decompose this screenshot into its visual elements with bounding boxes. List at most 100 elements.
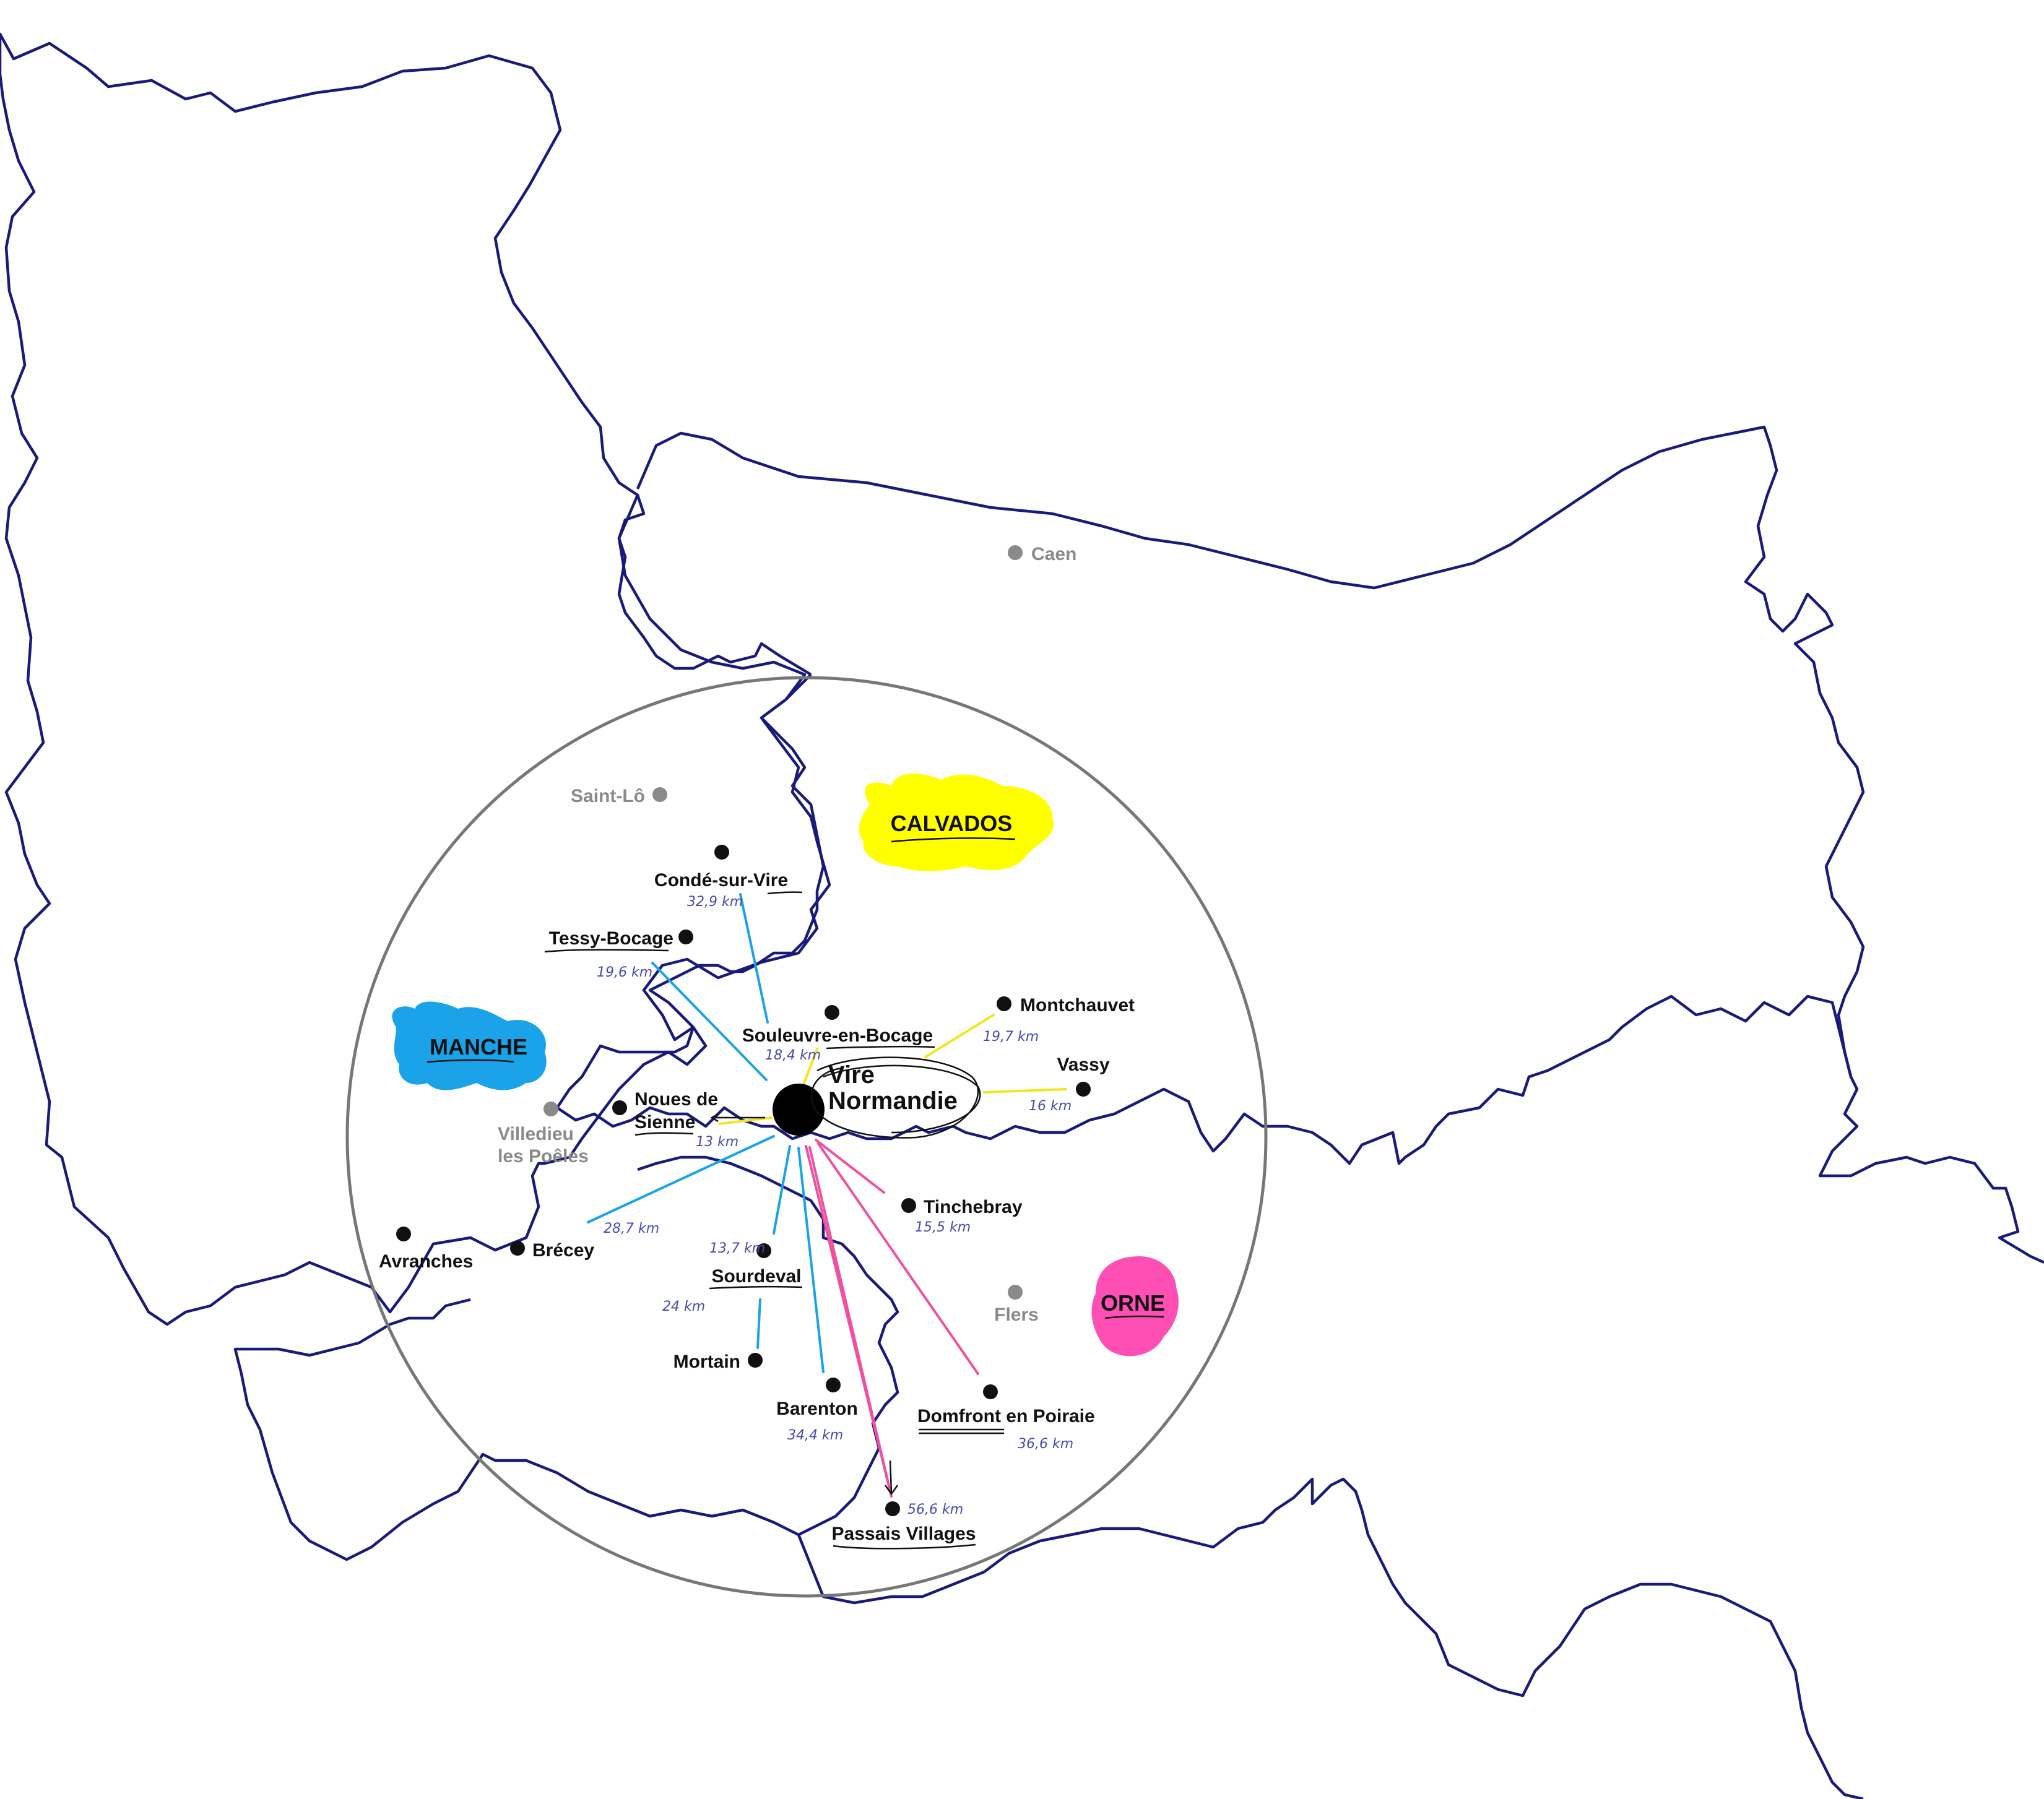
sourdeval-dot	[756, 1243, 771, 1258]
calvados-orne-border	[952, 994, 1853, 1165]
town-domfront: Domfront en Poiraie	[917, 1406, 1095, 1426]
reference-cities: Caen Saint-Lô Villedieu les Poêles Flers…	[379, 544, 1076, 1325]
link-mortain	[756, 1298, 761, 1349]
orne-underline	[1104, 1315, 1164, 1319]
dist-sourdeval: 13,7 km	[709, 1241, 765, 1256]
distance-links	[587, 893, 1067, 1498]
dist-tinchebray: 15,5 km	[915, 1220, 971, 1235]
souleuvre-dot	[825, 1005, 839, 1020]
barenton-dot	[826, 1378, 841, 1392]
link-vassy	[983, 1088, 1067, 1094]
calvados-manche-border	[555, 494, 954, 1141]
manche-blob	[392, 1001, 547, 1090]
villedieu-dot	[543, 1102, 558, 1116]
calvados-blob	[859, 774, 1054, 871]
manche-underline	[427, 1059, 514, 1063]
noues-underline	[634, 1132, 694, 1136]
conde-underline	[767, 891, 803, 895]
city-villedieu-line1: Villedieu	[498, 1124, 574, 1144]
department-calvados: CALVADOS	[891, 811, 1013, 836]
department-labels: CALVADOS MANCHE ORNE	[392, 774, 1179, 1357]
hub-dot	[773, 1084, 825, 1136]
dist-brecey: 28,7 km	[604, 1221, 659, 1236]
flers-dot	[1008, 1285, 1023, 1300]
link-souleuvre	[801, 1048, 818, 1089]
brecey-dot	[510, 1241, 525, 1256]
noues-arrow	[710, 1113, 765, 1123]
vassy-dot	[1076, 1082, 1091, 1097]
tessy-underline	[544, 949, 669, 953]
towns: Condé-sur-Vire 32,9 km Tessy-Bocage 19,6…	[510, 845, 1135, 1550]
link-montchauvet	[924, 1014, 995, 1058]
town-tinchebray: Tinchebray	[924, 1197, 1023, 1217]
dist-domfront: 36,6 km	[1018, 1436, 1073, 1452]
domfront-dot	[983, 1384, 998, 1399]
dist-tessy: 19,6 km	[597, 965, 652, 980]
department-borders	[0, 32, 2044, 1799]
mortain-dot	[748, 1353, 763, 1368]
city-avranches: Avranches	[379, 1251, 473, 1272]
manche-orne-border	[233, 1155, 899, 1561]
domfront-underline	[919, 1428, 1004, 1434]
town-barenton: Barenton	[776, 1399, 858, 1419]
town-conde: Condé-sur-Vire	[654, 870, 788, 891]
link-tessy	[651, 962, 768, 1081]
tinchebray-dot	[901, 1198, 916, 1213]
noues-dot	[612, 1100, 627, 1115]
town-noues-line1: Noues de	[634, 1089, 718, 1110]
link-barenton	[797, 1147, 825, 1373]
hub-vire-normandie: Vire Normandie	[773, 1056, 981, 1139]
avranches-dot	[396, 1227, 411, 1241]
city-saint-lo: Saint-Lô	[571, 786, 645, 806]
dist-vassy: 16 km	[1029, 1098, 1072, 1114]
passais-arrow	[884, 1460, 899, 1496]
montchauvet-dot	[997, 996, 1011, 1011]
souleuvre-underline	[826, 1045, 935, 1050]
town-vassy: Vassy	[1057, 1055, 1109, 1075]
passais-underline	[833, 1543, 976, 1550]
hub-label-line1: Vire	[828, 1061, 875, 1089]
link-domfront	[817, 1142, 979, 1375]
city-caen: Caen	[1031, 544, 1076, 564]
dist-mortain: 24 km	[662, 1299, 705, 1314]
radius-circle	[345, 676, 1268, 1598]
town-mortain: Mortain	[673, 1352, 740, 1372]
city-flers: Flers	[994, 1305, 1039, 1325]
calvados-coast-and-east-border	[636, 425, 2044, 1264]
dist-passais: 56,6 km	[907, 1502, 963, 1517]
dist-barenton: 34,4 km	[787, 1428, 843, 1443]
link-tinchebray	[815, 1139, 885, 1194]
manche-coastline	[0, 32, 831, 1326]
orne-blob	[1091, 1256, 1179, 1357]
caen-dot	[1008, 545, 1023, 560]
link-passais-2	[808, 1146, 893, 1498]
town-noues-line2: Sienne	[634, 1112, 695, 1132]
dist-noues: 13 km	[696, 1134, 738, 1150]
calvados-underline	[891, 837, 1016, 843]
town-passais: Passais Villages	[832, 1524, 976, 1544]
sourdeval-underline	[709, 1285, 803, 1290]
saint-lo-dot	[652, 787, 667, 802]
passais-dot	[885, 1501, 900, 1516]
dist-montchauvet: 19,7 km	[983, 1029, 1039, 1045]
link-sourdeval	[773, 1145, 791, 1235]
link-conde	[739, 893, 769, 1024]
dist-souleuvre: 18,4 km	[765, 1048, 821, 1063]
hub-scribble	[810, 1056, 981, 1139]
link-brecey	[587, 1135, 775, 1223]
conde-dot	[714, 845, 729, 860]
tessy-dot	[678, 930, 693, 944]
hub-label-line2: Normandie	[828, 1087, 958, 1115]
orne-south-border	[797, 1477, 1864, 1799]
town-montchauvet: Montchauvet	[1020, 995, 1135, 1016]
link-noues	[718, 1116, 773, 1125]
dist-conde: 32,9 km	[687, 894, 743, 910]
town-souleuvre: Souleuvre-en-Bocage	[742, 1025, 933, 1046]
town-tessy: Tessy-Bocage	[549, 928, 673, 949]
town-sourdeval: Sourdeval	[711, 1266, 801, 1287]
department-orne: ORNE	[1101, 1290, 1165, 1316]
city-villedieu-line2: les Poêles	[498, 1146, 589, 1167]
department-manche: MANCHE	[430, 1034, 527, 1059]
town-brecey: Brécey	[532, 1240, 594, 1261]
